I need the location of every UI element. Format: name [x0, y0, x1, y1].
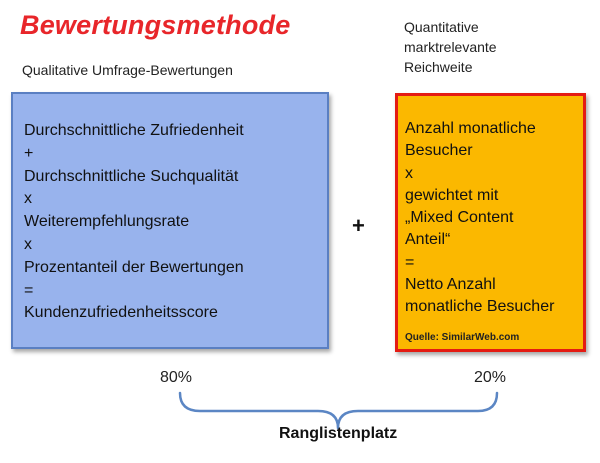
- left-subtitle: Qualitative Umfrage-Bewertungen: [22, 62, 233, 78]
- formula-line: Durchschnittliche Zufriedenheit: [24, 122, 244, 139]
- right-weight-label: 20%: [474, 369, 507, 386]
- result-label: Ranglistenplatz: [279, 425, 398, 442]
- right-subtitle-line: Quantitative: [404, 19, 479, 35]
- formula-line: Durchschnittliche Suchqualität: [24, 167, 239, 185]
- formula-line: Kundenzufriedenheitsscore: [24, 304, 218, 322]
- qualitative-formula: Durchschnittliche Zufriedenheit + Durchs…: [24, 120, 244, 325]
- formula-line: x: [24, 235, 32, 253]
- source-note: Quelle: SimilarWeb.com: [405, 332, 520, 343]
- formula-line: Besucher: [405, 142, 473, 160]
- formula-line: Anzahl monatliche: [405, 120, 536, 137]
- plus-operator: +: [352, 213, 365, 238]
- formula-line: =: [24, 281, 34, 299]
- formula-line: Prozentanteil der Bewertungen: [24, 258, 244, 276]
- formula-line: Weiterempfehlungsrate: [24, 213, 190, 231]
- right-subtitle: Quantitative marktrelevante Reichweite: [404, 17, 497, 77]
- formula-line: x: [24, 190, 32, 208]
- formula-line: x: [405, 164, 413, 182]
- qualitative-score-box: Durchschnittliche Zufriedenheit + Durchs…: [11, 92, 329, 349]
- formula-line: +: [24, 144, 34, 162]
- quantitative-reach-box: Anzahl monatliche Besucher x gewichtet m…: [395, 93, 586, 352]
- quantitative-formula: Anzahl monatliche Besucher x gewichtet m…: [405, 118, 554, 319]
- formula-line: Anteil“: [405, 231, 451, 249]
- formula-line: Netto Anzahl: [405, 276, 496, 294]
- formula-line: monatliche Besucher: [405, 298, 555, 316]
- formula-line: „Mixed Content: [405, 209, 514, 227]
- formula-line: gewichtet mit: [405, 186, 499, 204]
- right-subtitle-line: marktrelevante: [404, 39, 497, 55]
- formula-line: =: [405, 253, 415, 271]
- left-weight-label: 80%: [160, 369, 193, 386]
- right-subtitle-line: Reichweite: [404, 59, 473, 75]
- page-title: Bewertungsmethode: [20, 10, 291, 40]
